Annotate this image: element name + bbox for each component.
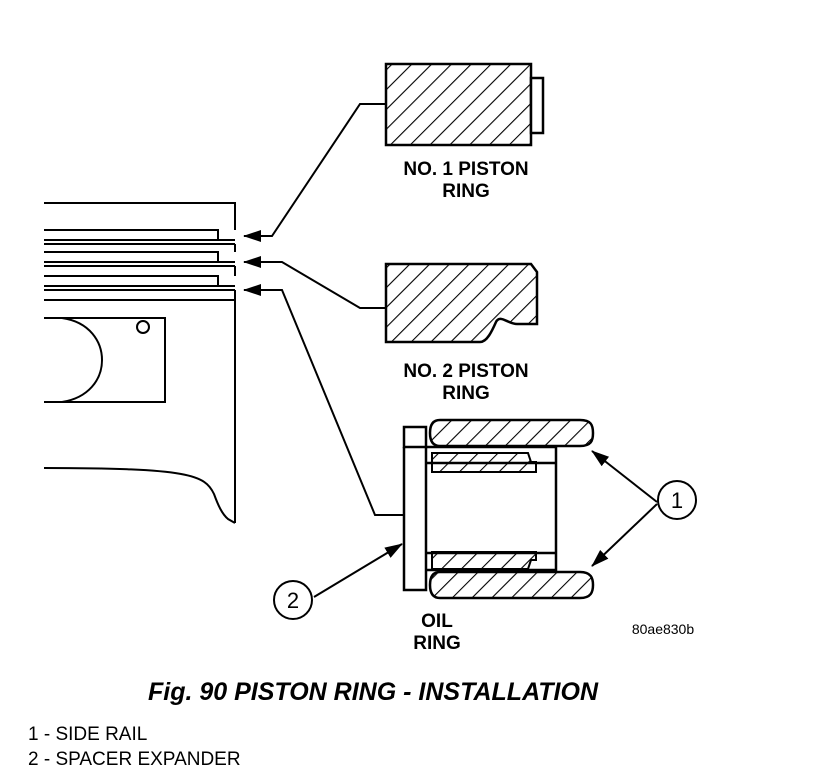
oil-ring-leader-arrow bbox=[243, 284, 404, 516]
ring-2-leader-arrow bbox=[243, 256, 386, 309]
leader-lines bbox=[243, 103, 658, 598]
legend-item-side-rail: 1 - SIDE RAIL bbox=[28, 724, 148, 745]
ring-2-cross-section bbox=[384, 262, 539, 344]
callout-1-arrow-top bbox=[591, 450, 658, 503]
callout-2-arrow bbox=[313, 543, 403, 598]
legend-item-spacer-expander: 2 - SPACER EXPANDER bbox=[28, 749, 241, 770]
ring-2-label-line-1: NO. 2 PISTON bbox=[403, 361, 528, 382]
ring-1-cross-section bbox=[384, 62, 545, 147]
ring-1-label-line-1: NO. 1 PISTON bbox=[403, 159, 528, 180]
spacer-expander-bottom bbox=[431, 551, 537, 570]
callout-1-arrow-bottom bbox=[591, 503, 658, 567]
side-rail-top bbox=[428, 418, 595, 448]
figure-code: 80ae830b bbox=[632, 621, 695, 637]
legend: 1 - SIDE RAIL 2 - SPACER EXPANDER bbox=[28, 722, 241, 772]
ring-2-label-line-2: RING bbox=[442, 383, 490, 404]
callout-1: 1 bbox=[657, 480, 697, 520]
ring-1-label-line-2: RING bbox=[442, 181, 490, 202]
side-rail-bottom bbox=[428, 570, 595, 600]
callout-2-number: 2 bbox=[287, 588, 299, 613]
figure-caption: Fig. 90 PISTON RING - INSTALLATION bbox=[147, 678, 598, 706]
oil-ring-label-line-1: OIL bbox=[421, 611, 453, 632]
piston-outline bbox=[43, 202, 236, 524]
callout-1-number: 1 bbox=[671, 488, 683, 513]
oil-ring-label-line-2: RING bbox=[413, 633, 461, 654]
ring-1-leader-arrow bbox=[243, 103, 386, 242]
callout-2: 2 bbox=[273, 580, 313, 620]
spacer-expander-top bbox=[431, 452, 537, 473]
